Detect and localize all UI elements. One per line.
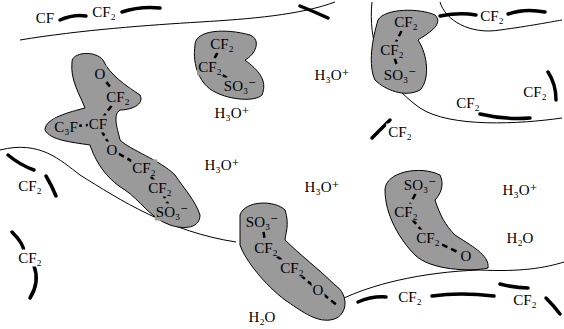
chemical-group: CF₂ <box>253 240 279 257</box>
chemical-group: CF₂ <box>209 36 235 53</box>
ionic-side-chain: SO₃⁻ CF₂CF₂ O <box>236 198 352 324</box>
chemical-group: O <box>312 282 325 299</box>
chemical-label: CF₂ <box>386 124 414 141</box>
chemical-label: CF₂ <box>454 95 482 112</box>
chemical-group: SO₃⁻ <box>155 204 189 221</box>
polymer-chain <box>8 6 560 314</box>
chemical-group: CF₂ <box>279 260 305 277</box>
side-chain-backbone <box>262 222 338 306</box>
ionic-side-chain: CF₂CF₂SO₃⁻ <box>190 26 265 104</box>
chemical-group: SO₃⁻ <box>383 67 417 84</box>
side-chain-backbone <box>66 74 172 212</box>
chemical-group: CF₂ <box>131 160 157 177</box>
chemical-label: CF₂ <box>90 4 118 21</box>
chemical-group: C₃F <box>53 119 79 136</box>
chemical-label: CF₂ <box>478 8 506 25</box>
chemical-group: SO₃⁻ <box>223 78 257 95</box>
chemical-group: O <box>94 66 107 83</box>
chemical-group: CF₂ <box>393 14 419 31</box>
chemical-label: H₃O⁺ <box>313 67 352 84</box>
ionic-side-chain: O CF₂ C₃F CF O CF₂ CF₂ SO₃⁻ <box>40 48 205 233</box>
chemical-group: SO₃⁻ <box>403 177 437 194</box>
chemical-label: CF₂ <box>521 84 549 101</box>
chemical-group: O <box>460 248 473 265</box>
chemical-label: CF₂ <box>511 292 539 309</box>
chemical-label: CF <box>34 10 56 27</box>
chemical-label: CF₂ <box>16 178 44 195</box>
chemical-group: CF₂ <box>393 204 419 221</box>
chemical-label: H₂O <box>247 309 278 326</box>
chemical-label: H₂O <box>505 230 536 247</box>
chemical-group: CF₂ <box>415 230 441 247</box>
chemical-label: H₃O⁺ <box>303 179 342 196</box>
chemical-group: CF₂ <box>105 89 131 106</box>
chemical-label: H₃O⁺ <box>501 182 540 199</box>
chemical-label: CF₂ <box>16 250 44 267</box>
chemical-group: CF₂ <box>379 42 405 59</box>
chemical-label: H₃O⁺ <box>203 157 242 174</box>
side-chain-backbone <box>406 185 466 256</box>
chemical-group: O <box>106 142 119 159</box>
chemical-group: CF₂ <box>197 59 223 76</box>
chemical-group: SO₃⁻ <box>245 214 279 231</box>
ionic-side-chain: CF₂ CF₂ SO₃⁻ <box>365 5 450 100</box>
ionic-side-chain: SO₃⁻ CF₂ CF₂ O <box>382 165 492 275</box>
chemical-label: CF₂ <box>396 289 424 306</box>
chemical-group: CF <box>88 116 108 133</box>
chemical-group: CF₂ <box>147 180 173 197</box>
chemical-label: H₃O⁺ <box>213 105 252 122</box>
